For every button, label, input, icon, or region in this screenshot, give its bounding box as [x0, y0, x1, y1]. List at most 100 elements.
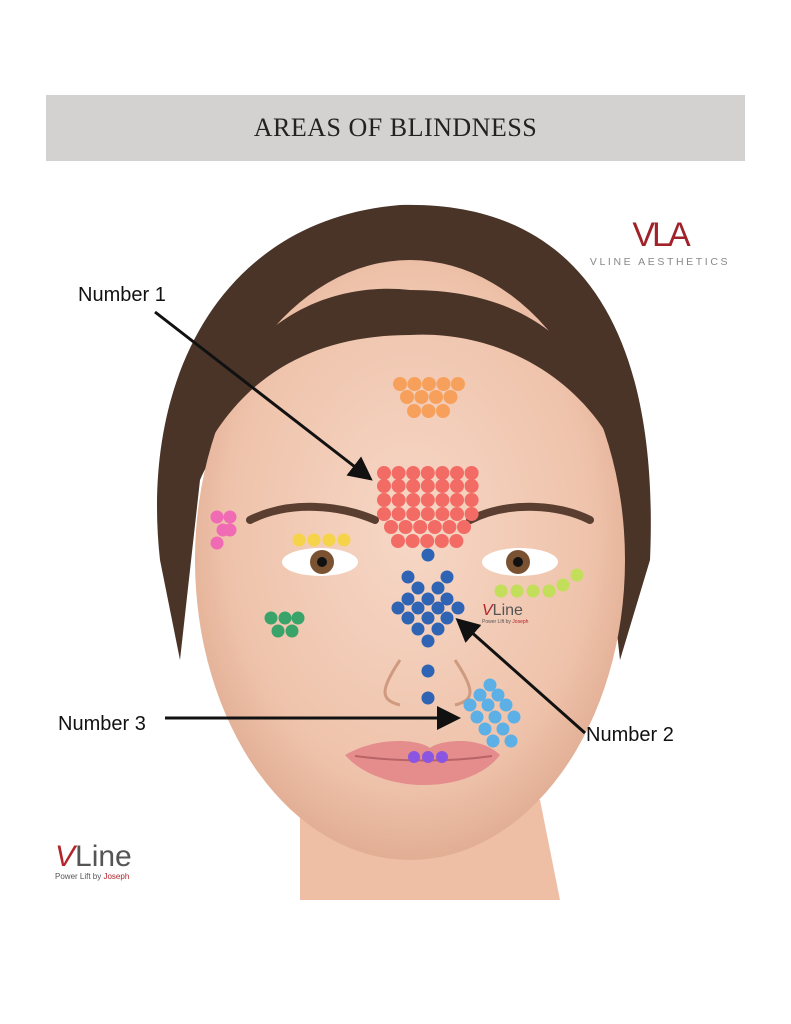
dot-forehead [429, 390, 443, 404]
dot-cheek [291, 611, 305, 625]
dot-glabella [406, 507, 421, 521]
nose-shape [383, 659, 472, 707]
dot-forehead [436, 377, 451, 391]
vline-tagline-text: Power Lift by [55, 872, 104, 881]
dot-under-eye [494, 584, 508, 598]
title-banner: AREAS OF BLINDNESS [46, 95, 745, 161]
vline-word: Line [75, 840, 132, 873]
vline-face-wordmark: VLine [482, 603, 528, 619]
dot-under-eye [570, 568, 584, 582]
hair-top [195, 288, 625, 470]
dot-nasolabial [491, 688, 505, 702]
arrow-number-2 [455, 618, 586, 735]
left-eyebrow [246, 502, 379, 524]
dot-nasolabial [470, 710, 484, 724]
dot-glabella [377, 507, 391, 521]
dot-nose [440, 570, 454, 584]
dot-nasolabial [488, 710, 502, 724]
label-number-3: Number 3 [58, 713, 146, 735]
dot-glabella [420, 466, 435, 480]
dot-forehead [407, 404, 421, 418]
dot-forehead [393, 377, 407, 391]
dot-glabella [464, 507, 479, 521]
label-number-1: Number 1 [78, 284, 166, 306]
dot-nasolabial [486, 734, 500, 748]
dot-nose [421, 592, 435, 606]
vline-face-tagline: Power Lift by Joseph [482, 619, 528, 625]
vline-logo-face: VLine Power Lift by Joseph [482, 603, 528, 626]
dot-upper-eyelid [307, 533, 321, 547]
dot-forehead [443, 390, 458, 404]
dot-glabella [449, 534, 464, 548]
left-pupil [317, 557, 327, 567]
dot-lip [422, 751, 434, 763]
vline-tagline: Power Lift by Joseph [55, 872, 132, 881]
dot-lip [408, 751, 420, 763]
dot-glabella [406, 493, 421, 507]
dot-lip [436, 751, 448, 763]
dot-nose [391, 601, 405, 615]
dot-glabella [450, 507, 464, 521]
dot-glabella [442, 520, 457, 534]
dot-glabella [420, 534, 435, 548]
vline-face-word: Line [492, 602, 523, 619]
dot-forehead [422, 377, 436, 391]
vline-face-v: V [482, 602, 493, 619]
lips [345, 740, 500, 785]
dot-glabella [391, 493, 406, 507]
dot-glabella [435, 493, 450, 507]
dot-nasolabial [473, 688, 487, 702]
dot-glabella [427, 520, 442, 534]
vline-tagline-name: Joseph [103, 872, 130, 881]
vline-face-tagline-name: Joseph [512, 619, 529, 625]
dot-forehead [436, 404, 450, 418]
arrow-number-1 [154, 310, 373, 481]
dot-glabella [464, 479, 479, 493]
dot-nose [451, 601, 465, 615]
dot-glabella [377, 493, 391, 507]
dot-glabella [406, 479, 421, 493]
dot-cheek [278, 611, 292, 625]
vline-wordmark: VLine [55, 842, 132, 872]
dot-nose [401, 570, 415, 584]
dot-forehead [400, 390, 414, 404]
dot-glabella [377, 479, 391, 493]
dot-nose [411, 622, 425, 636]
dot-upper-eyelid [292, 533, 306, 547]
vline-face-tagline-text: Power Lift by [482, 619, 513, 625]
face-skin [195, 260, 625, 860]
dot-under-eye [526, 584, 540, 598]
dot-glabella [450, 466, 464, 480]
dot-glabella [420, 507, 435, 521]
dot-nose [431, 601, 445, 615]
dot-glabella [391, 507, 406, 521]
dot-nasolabial [481, 698, 495, 712]
dot-glabella [391, 466, 406, 480]
dot-nose [431, 622, 445, 636]
dot-glabella [464, 466, 479, 480]
vla-name: VLINE AESTHETICS [589, 256, 731, 268]
dot-glabella [391, 479, 406, 493]
dot-glabella [457, 520, 471, 534]
dot-glabella [377, 466, 391, 480]
dot-nasolabial [483, 678, 497, 692]
dot-glabella [420, 479, 435, 493]
dot-nose [401, 592, 415, 606]
dot-temple [223, 523, 237, 537]
dot-glabella [405, 534, 420, 548]
dot-nasolabial [499, 698, 513, 712]
dot-forehead [414, 390, 429, 404]
dot-glabella [464, 493, 479, 507]
dot-glabella [413, 520, 428, 534]
dot-glabella [398, 520, 413, 534]
dot-forehead [421, 404, 436, 418]
right-eyebrow [466, 502, 594, 524]
dot-zones [210, 377, 584, 763]
dot-nasolabial [463, 698, 477, 712]
dot-nose [421, 664, 435, 678]
dot-glabella [435, 479, 450, 493]
dot-nose [421, 634, 435, 648]
dot-glabella [384, 520, 398, 534]
dot-glabella [450, 493, 464, 507]
